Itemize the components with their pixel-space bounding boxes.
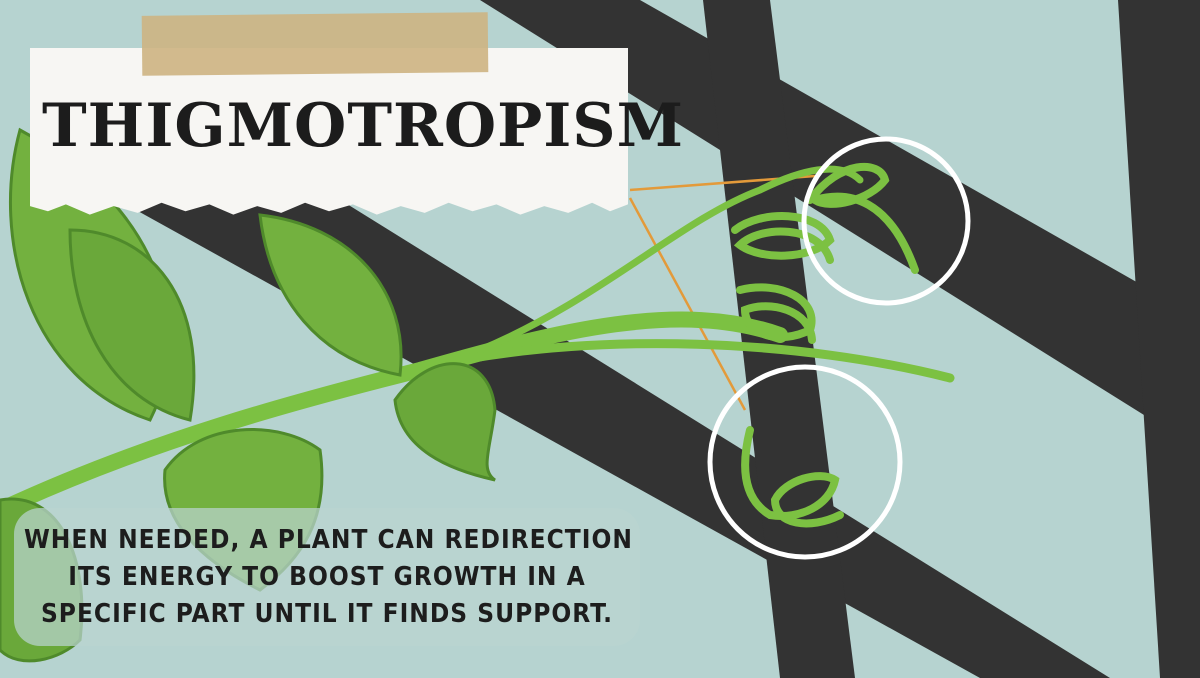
leaf: [68, 228, 196, 422]
vine-stem: [0, 311, 788, 518]
trellis-bar-diagonal-top: [480, 0, 1200, 450]
caption: WHEN NEEDED, A PLANT CAN REDIRECTION ITS…: [24, 522, 633, 633]
highlight-circles: [707, 136, 971, 560]
highlight-circle-icon: [707, 364, 903, 560]
pointer-line-bottom: [628, 197, 747, 411]
tape-strip: [141, 12, 489, 76]
caption-line-1: WHEN NEEDED, A PLANT CAN REDIRECTION: [24, 525, 633, 555]
highlight-circle-icon: [801, 136, 971, 306]
title-card: [30, 48, 628, 215]
caption-line-2: ITS ENERGY TO BOOST GROWTH IN A: [68, 562, 586, 592]
tendril-coil-middle: [736, 283, 816, 344]
tendril-coil-upper: [731, 212, 835, 264]
caption-box: [14, 508, 640, 646]
vine-branch: [425, 339, 955, 383]
caption-line-3: SPECIFIC PART UNTIL IT FINDS SUPPORT.: [40, 599, 614, 629]
tendril-coil-top-right: [805, 163, 919, 274]
leaf: [393, 362, 497, 482]
trellis-bar-right: [1118, 0, 1200, 678]
tendrils: [731, 163, 919, 528]
page-title: THIGMOTROPISM: [42, 91, 685, 161]
leaf: [258, 213, 403, 377]
tendril-coil-lower: [741, 426, 844, 528]
